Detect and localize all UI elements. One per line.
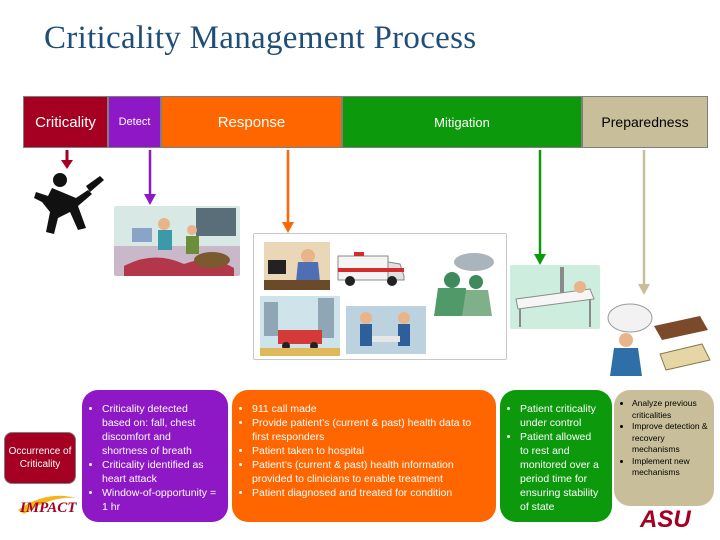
arrow-down-preparedness [638,150,650,295]
arrow-down-response [282,150,294,233]
list-item: Window-of-opportunity = 1 hr [102,486,218,514]
phase-criticality: Criticality [23,96,108,148]
response-list: 911 call made Provide patient’s (current… [240,402,486,500]
list-item: Provide patient’s (current & past) healt… [252,416,486,444]
list-item: Patient taken to hospital [252,444,486,458]
phase-preparedness: Preparedness [582,96,708,148]
list-item: Patient diagnosed and treated for condit… [252,486,486,500]
phase-label: Response [217,113,286,131]
occurrence-of-criticality-box: Occurrence of Criticality [4,432,76,484]
phase-label: Mitigation [434,114,490,130]
study-person-image [607,303,711,376]
preparedness-details-box: Analyze previous criticalities Improve d… [614,390,714,506]
list-item: Improve detection & recovery mechanisms [632,421,708,456]
list-item: Analyze previous criticalities [632,398,708,421]
detect-list: Criticality detected based on: fall, che… [90,402,218,514]
surgeons-image [434,253,494,316]
ambulance-image [337,252,405,286]
impact-logo-text: IMPACT [19,500,77,516]
paramedics-image [346,306,426,354]
mitigation-list: Patient criticality under control Patien… [508,402,602,514]
response-details-box: 911 call made Provide patient’s (current… [232,390,496,522]
list-item: Implement new mechanisms [632,456,708,479]
phase-label: Criticality [35,113,96,131]
detect-details-box: Criticality detected based on: fall, che… [82,390,228,522]
page-title: Criticality Management Process [44,20,477,56]
preparedness-list: Analyze previous criticalities Improve d… [620,398,708,479]
emergency-scene-image [114,206,240,276]
arrow-down-detect [144,150,156,205]
call-center-image [264,242,330,290]
phase-detect: Detect [108,96,161,148]
arrow-down-mitigation [534,150,546,265]
phase-label: Preparedness [601,114,689,130]
falling-person-image [34,173,104,234]
list-item: Patient allowed to rest and monitored ov… [520,430,602,514]
phase-mitigation: Mitigation [342,96,582,148]
list-item: Patient’s (current & past) health inform… [252,458,486,486]
list-item: Patient criticality under control [520,402,602,430]
phase-label: Detect [118,116,151,128]
response-collage [253,233,507,360]
list-item: 911 call made [252,402,486,416]
phase-response: Response [161,96,342,148]
list-item: Criticality detected based on: fall, che… [102,402,218,458]
list-item: Criticality identified as heart attack [102,458,218,486]
arrow-down-criticality [61,150,73,169]
impact-logo: IMPACT [18,495,77,516]
mitigation-details-box: Patient criticality under control Patien… [500,390,612,522]
asu-logo: ASU [640,506,691,533]
occurrence-label: Occurrence of Criticality [8,446,72,470]
hospital-bed-image [510,265,600,329]
street-scene-image [260,296,340,356]
